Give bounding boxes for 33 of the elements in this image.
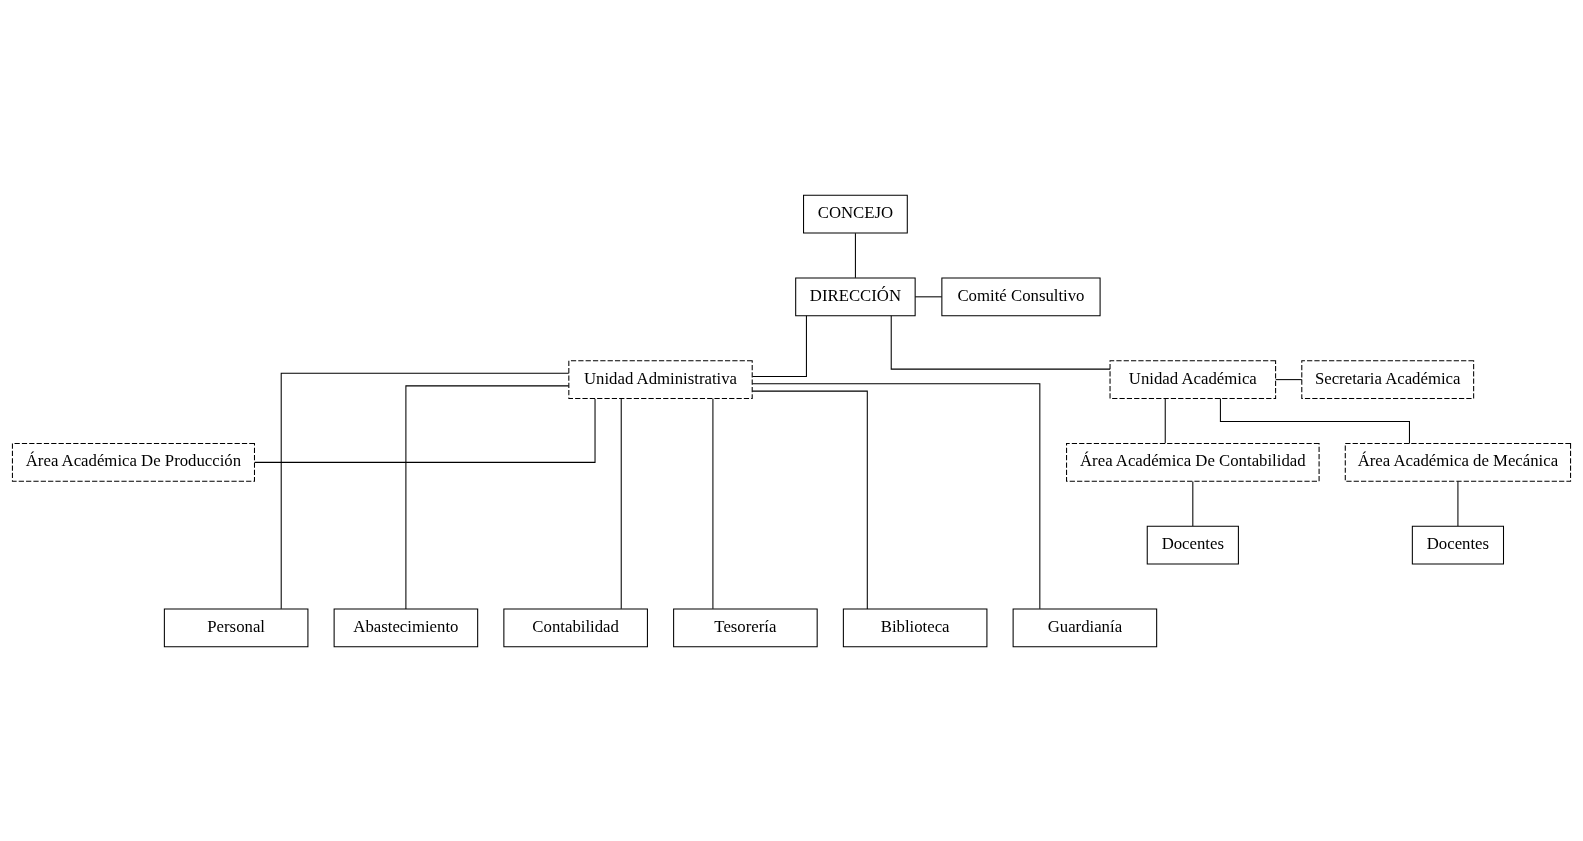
node-box: Tesorería xyxy=(673,608,818,647)
connector xyxy=(254,397,596,463)
node-box: Biblioteca xyxy=(842,608,988,647)
connector xyxy=(405,384,570,609)
node-box: Secretaria Académica xyxy=(1301,359,1475,399)
node-box: Unidad Administrativa xyxy=(568,359,753,399)
node-box: Guardianía xyxy=(1012,608,1158,647)
connector xyxy=(1275,378,1303,380)
node-box: DIRECCIÓN xyxy=(795,276,916,316)
connector xyxy=(1192,480,1194,527)
connector xyxy=(914,295,943,297)
node-box: Área Académica De Producción xyxy=(11,442,255,482)
connector xyxy=(854,232,856,278)
connector xyxy=(280,372,570,609)
connector xyxy=(1457,480,1459,527)
connector xyxy=(1164,397,1166,444)
node-box: Personal xyxy=(163,608,309,647)
node-box: CONCEJO xyxy=(803,194,908,233)
connector xyxy=(751,382,1041,609)
node-box: Unidad Académica xyxy=(1109,359,1277,399)
node-box: Docentes xyxy=(1146,525,1239,565)
connector xyxy=(752,314,807,377)
node-box: Área Académica De Contabilidad xyxy=(1066,442,1320,482)
connector xyxy=(890,314,1111,370)
node-box: Comité Consultivo xyxy=(941,276,1101,316)
connector xyxy=(620,397,622,609)
node-box: Docentes xyxy=(1411,525,1505,565)
connector xyxy=(712,397,714,609)
node-box: Abastecimiento xyxy=(333,608,479,647)
node-box: Área Académica de Mecánica xyxy=(1344,442,1572,482)
node-box: Contabilidad xyxy=(503,608,648,647)
connector xyxy=(751,390,868,609)
connector xyxy=(1219,397,1410,444)
